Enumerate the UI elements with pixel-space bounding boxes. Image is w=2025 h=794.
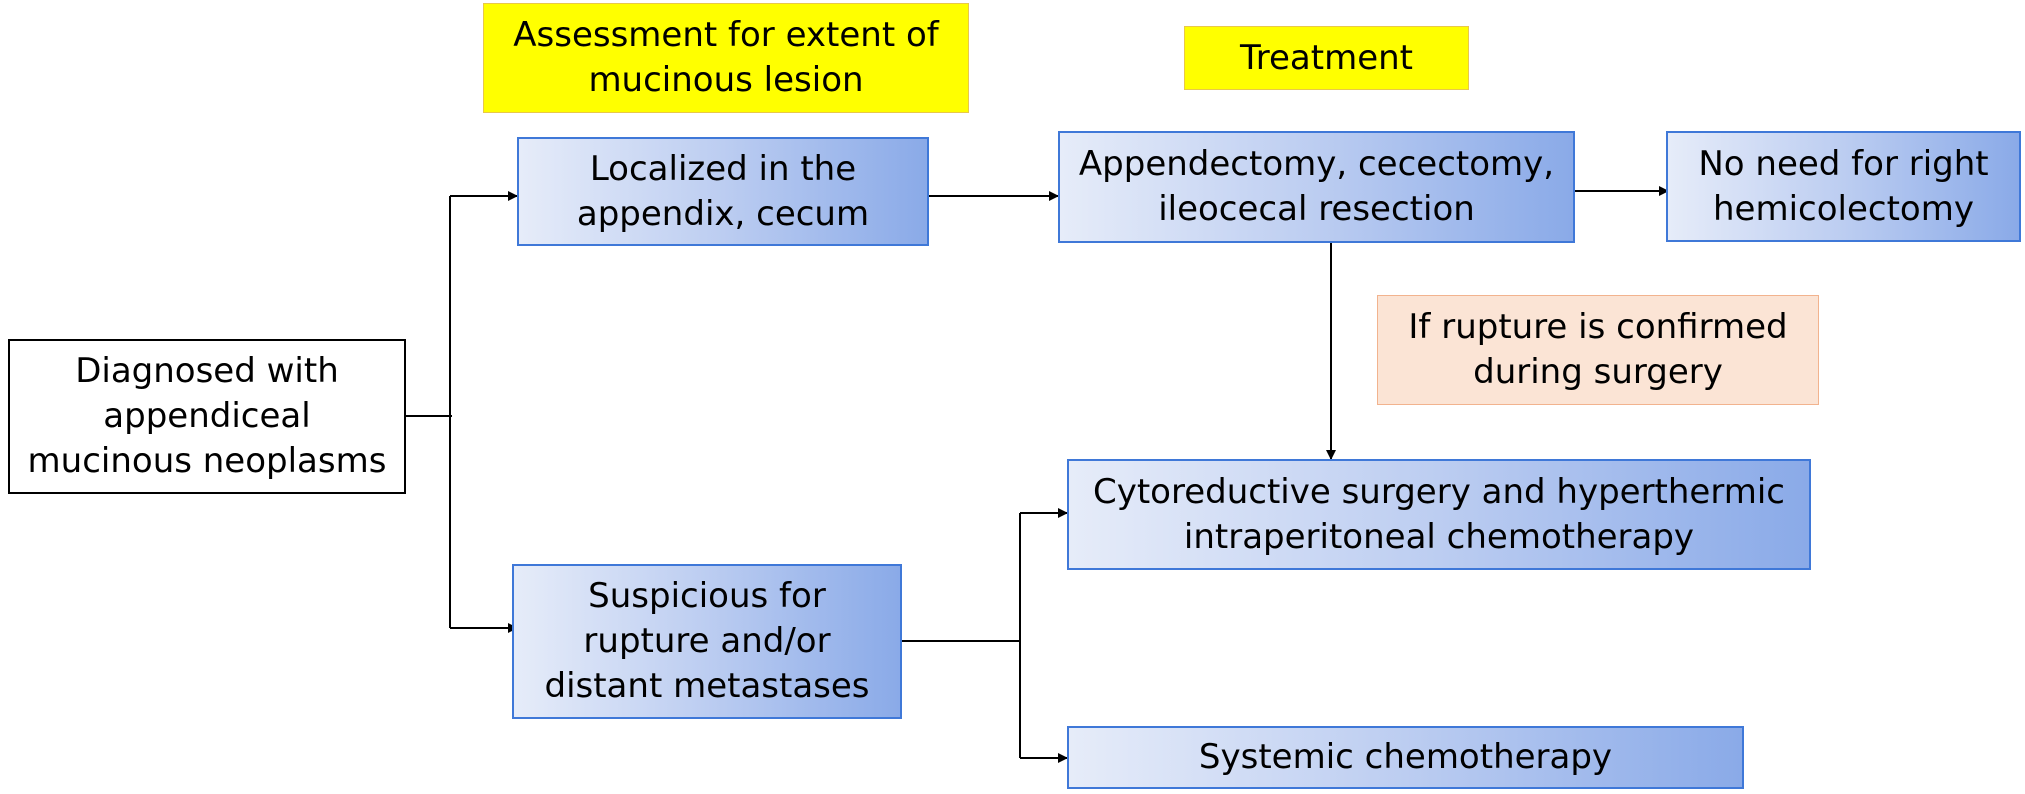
treatment-header: Treatment bbox=[1184, 26, 1469, 90]
assessment-header: Assessment for extent of mucinous lesion bbox=[483, 3, 969, 113]
localized-box: Localized in the appendix, cecum bbox=[517, 137, 929, 246]
appendectomy-box: Appendectomy, cecectomy, ileocecal resec… bbox=[1058, 131, 1575, 243]
systemic-chemotherapy-box: Systemic chemotherapy bbox=[1067, 726, 1744, 789]
cytoreductive-box: Cytoreductive surgery and hyperthermic i… bbox=[1067, 459, 1811, 570]
diagnosed-box: Diagnosed with appendiceal mucinous neop… bbox=[8, 339, 406, 494]
suspicious-box: Suspicious for rupture and/or distant me… bbox=[512, 564, 902, 719]
no-need-hemicolectomy-box: No need for right hemicolectomy bbox=[1666, 131, 2021, 242]
rupture-note-box: If rupture is confirmed during surgery bbox=[1377, 295, 1819, 405]
